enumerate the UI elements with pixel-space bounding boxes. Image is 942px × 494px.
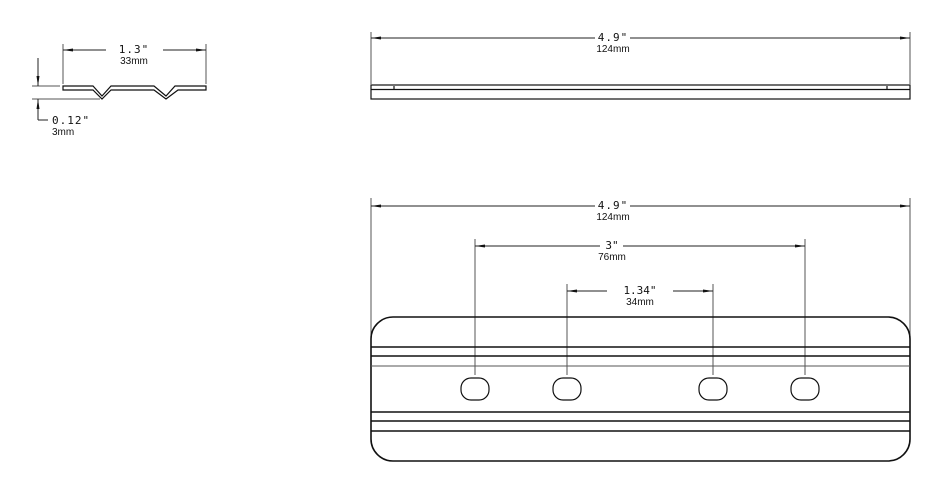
inner-slot-spacing-metric: 34mm — [626, 297, 654, 308]
top-edge-view — [370, 32, 911, 100]
side-width-metric: 33mm — [120, 56, 148, 67]
side-height-imperial: 0.12" — [52, 114, 91, 127]
plan-view — [370, 198, 911, 462]
plan-length-imperial: 4.9" — [597, 199, 629, 212]
top-length-metric: 124mm — [596, 44, 630, 55]
slot-4 — [790, 377, 820, 401]
slot-3 — [698, 377, 728, 401]
plate-outline — [370, 316, 911, 462]
side-height-metric: 3mm — [52, 127, 75, 138]
slot-2 — [552, 377, 582, 401]
outer-slot-spacing-imperial: 3" — [605, 239, 619, 252]
side-profile-view — [32, 44, 207, 121]
side-width-imperial: 1.3" — [118, 43, 150, 56]
slot-1 — [460, 377, 490, 401]
inner-slot-spacing-imperial: 1.34" — [623, 284, 657, 297]
top-length-imperial: 4.9" — [597, 31, 629, 44]
plan-length-metric: 124mm — [596, 212, 630, 223]
outer-slot-spacing-metric: 76mm — [598, 252, 626, 263]
